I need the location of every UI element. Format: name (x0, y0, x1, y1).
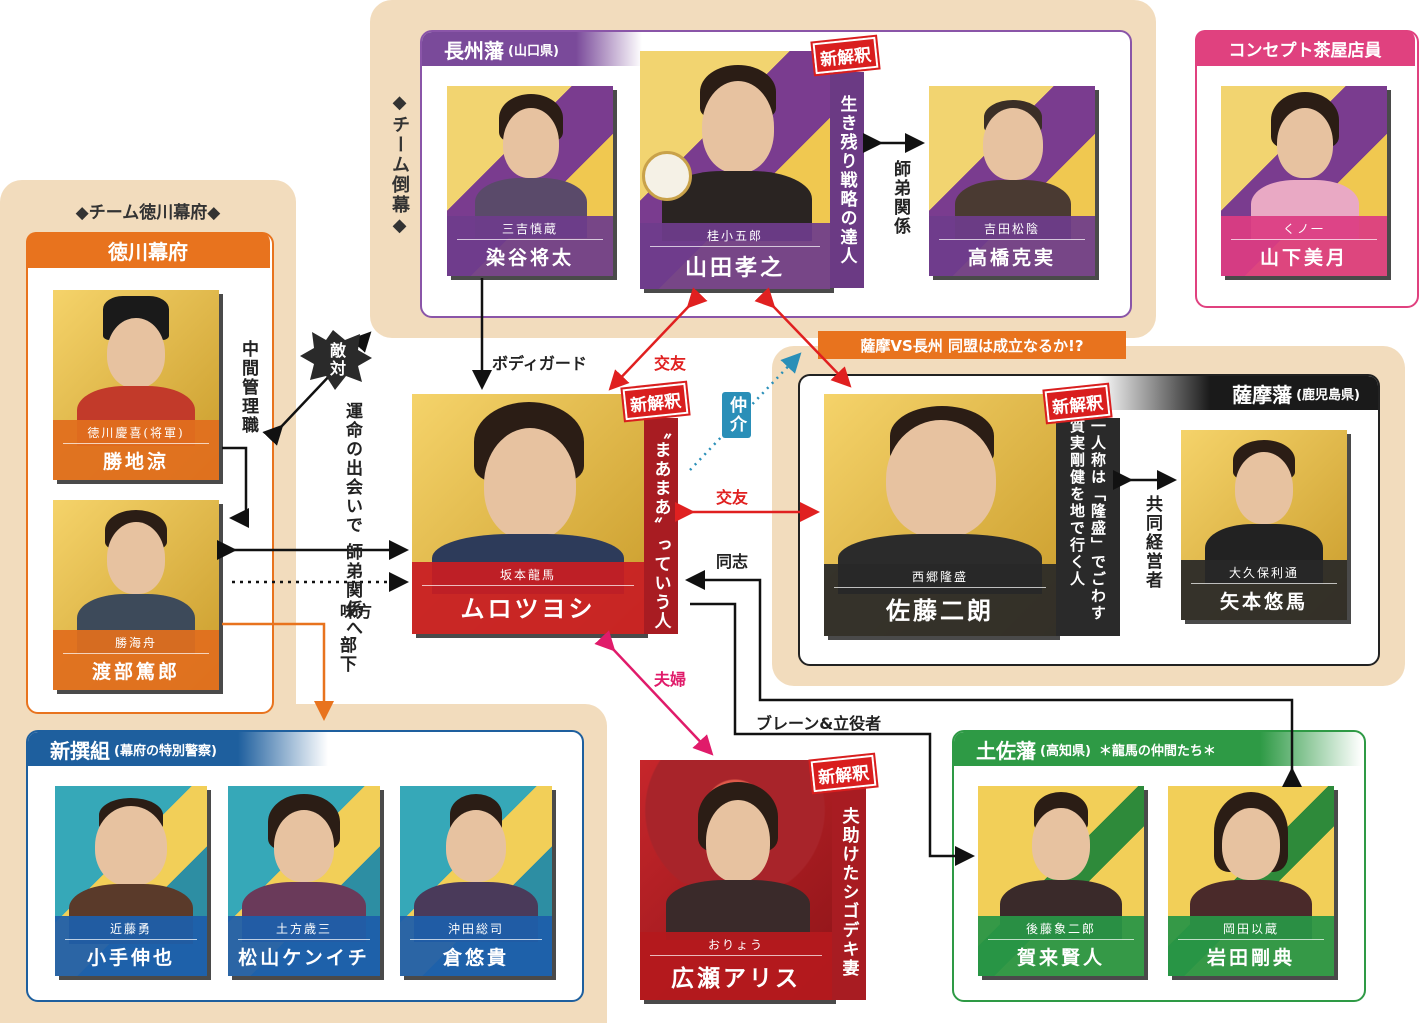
concept-header: コンセプト茶屋店員 (1195, 30, 1415, 66)
oryo-tagline: 夫助けたシゴデキ妻 (832, 784, 866, 1000)
card-yoshida[interactable]: 吉田松陰 高橋克実 (929, 86, 1095, 276)
actor-miyoshi: 染谷将太 (457, 239, 603, 276)
team-tokugawa-label: ◆チーム徳川幕府◆ (75, 203, 221, 223)
actor-oryo: 広瀬アリス (650, 955, 822, 999)
actor-katsura: 山田孝之 (650, 246, 820, 288)
role-ryoma: 坂本龍馬 (499, 568, 556, 582)
role-katsura: 桂小五郎 (706, 229, 763, 243)
rel-brain: ブレーン&立役者 (756, 714, 882, 733)
actor-okita: 倉悠貴 (410, 939, 542, 976)
katsura-tagline: 生き残り戦略の達人 (830, 72, 864, 288)
card-izo[interactable]: 岡田以蔵 岩田剛典 (1168, 786, 1334, 976)
card-goto[interactable]: 後藤象二郎 賀来賢人 (978, 786, 1144, 976)
arrow-chukan (222, 446, 249, 528)
card-yoshinobu[interactable]: 徳川慶喜(将軍) 勝地涼 (53, 290, 219, 480)
satsuma-choshu-banner: 薩摩VS長州 同盟は成立なるか!? (818, 331, 1126, 359)
choshu-name: 長州藩 (444, 38, 504, 63)
rel-chukan: 中間管理職 (238, 340, 258, 435)
role-yoshida: 吉田松陰 (983, 222, 1040, 236)
rel-unmei: 運命の出会いで 師弟関係へ (342, 402, 362, 638)
role-oryo: おりょう (707, 938, 764, 952)
rel-tekitai: 敵対 (327, 342, 346, 378)
shinsengumi-name: 新撰組 (50, 738, 110, 763)
actor-yoshida: 高橋克実 (939, 239, 1085, 276)
actor-ryoma: ムロツヨシ (422, 585, 634, 630)
satsuma-name: 薩摩藩 (1232, 382, 1293, 407)
rel-doshi: 同志 (716, 552, 749, 571)
rel-koyu-katsura: 交友 (654, 354, 687, 373)
arrow-doshi (685, 570, 1302, 787)
arrow-fufu (594, 630, 714, 756)
arrow-katsura-saigo (754, 287, 852, 388)
rel-fufu: 夫婦 (654, 670, 687, 689)
role-kondo: 近藤勇 (109, 922, 152, 936)
choshu-header: 長州藩(山口県) (422, 32, 642, 66)
role-hijikata: 土方歳三 (275, 922, 332, 936)
role-miyoshi: 三吉慎蔵 (501, 222, 558, 236)
actor-kaishu: 渡部篤郎 (63, 653, 209, 690)
role-izo: 岡田以蔵 (1222, 922, 1279, 936)
rel-bodyguard: ボディガード (492, 354, 587, 373)
arrow-buka (222, 622, 334, 721)
tekitai-burst (300, 330, 372, 390)
card-kunoichi[interactable]: くノ一 山下美月 (1221, 86, 1387, 276)
rel-shitei-choshu: 師弟関係 (890, 160, 910, 236)
team-tobaku-label: ◆チーム倒幕◆ (389, 92, 410, 238)
rel-kyodo: 共同経営者 (1142, 495, 1162, 590)
satsuma-sub: (鹿児島県) (1296, 387, 1360, 403)
actor-yoshinobu: 勝地涼 (63, 443, 209, 480)
actor-hijikata: 松山ケンイチ (238, 939, 370, 976)
arrow-brain (690, 602, 975, 866)
tokugawa-header: 徳川幕府 (26, 232, 270, 268)
role-okita: 沖田総司 (447, 922, 504, 936)
actor-goto: 賀来賢人 (988, 939, 1134, 976)
rel-chukai: 仲介 (722, 392, 751, 438)
role-goto: 後藤象二郎 (1025, 922, 1096, 936)
card-miyoshi[interactable]: 三吉慎蔵 染谷将太 (447, 86, 613, 276)
card-katsura[interactable]: 桂小五郎 山田孝之 (640, 51, 830, 289)
shinsengumi-header: 新撰組(幕府の特別警察) (28, 732, 328, 766)
card-oryo[interactable]: おりょう 広瀬アリス (640, 760, 832, 1000)
card-okita[interactable]: 沖田総司 倉悠貴 (400, 786, 552, 976)
card-ryoma[interactable]: 坂本龍馬 ムロツヨシ (412, 394, 644, 634)
rel-mikata: 味方 (340, 602, 373, 621)
card-hijikata[interactable]: 土方歳三 松山ケンイチ (228, 786, 380, 976)
card-kaishu[interactable]: 勝海舟 渡部篤郎 (53, 500, 219, 690)
rel-buka: 部下 (336, 636, 356, 674)
ryoma-tagline: 〝まあまあ〟っていう人 (644, 418, 678, 634)
tokugawa-name: 徳川幕府 (108, 239, 188, 264)
actor-kunoichi: 山下美月 (1231, 239, 1377, 276)
arrow-koyu-katsura (608, 287, 708, 391)
shinsengumi-sub: (幕府の特別警察) (114, 743, 217, 759)
rel-koyu-saigo: 交友 (716, 488, 749, 507)
role-kaishu: 勝海舟 (114, 636, 157, 650)
choshu-sub: (山口県) (508, 43, 559, 59)
concept-name: コンセプト茶屋店員 (1228, 40, 1382, 61)
card-kondo[interactable]: 近藤勇 小手伸也 (55, 786, 207, 976)
saigo-tagline: 一人称は「隆盛」でごわす 質実剛健を地で行く人 (1056, 418, 1120, 636)
actor-izo: 岩田剛典 (1178, 939, 1324, 976)
role-kunoichi: くノ一 (1282, 222, 1325, 236)
role-yoshinobu: 徳川慶喜(将軍) (87, 426, 185, 440)
satsuma-header: 薩摩藩(鹿児島県) (1098, 376, 1378, 410)
actor-kondo: 小手伸也 (65, 939, 197, 976)
